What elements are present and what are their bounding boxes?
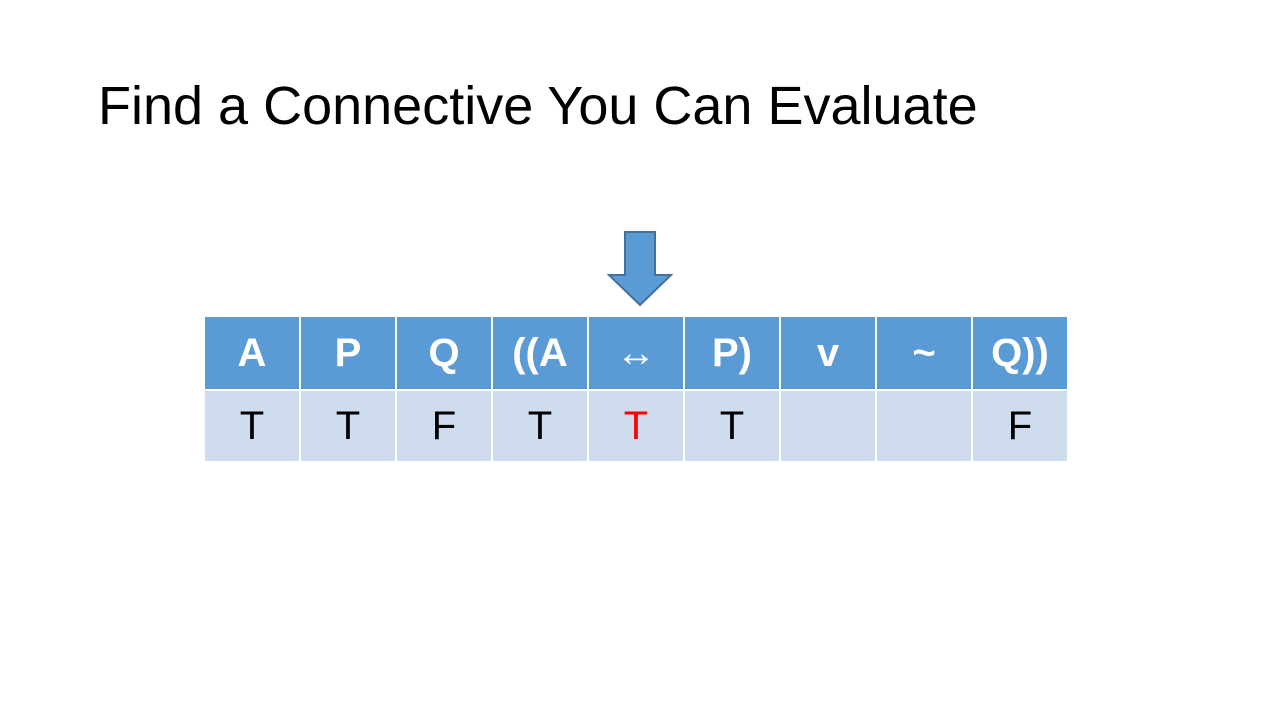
value-cell-biconditional: T [587,389,685,461]
value-cell-open-a: T [491,389,589,461]
truth-table-value-row: T T F T T T F [205,389,1067,461]
value-cell-a: T [205,389,301,461]
header-cell-disjunction: v [779,317,877,391]
value-cell-disjunction [779,389,877,461]
header-cell-negation: ~ [875,317,973,391]
truth-table: A P Q ((A ↔ P) v ~ Q)) T T F T T T F [205,317,1067,461]
down-arrow-icon [607,231,673,307]
slide-title: Find a Connective You Can Evaluate [98,76,978,136]
header-cell-a: A [205,317,301,391]
header-cell-q-close: Q)) [971,317,1067,391]
value-cell-negation [875,389,973,461]
header-cell-p: P [299,317,397,391]
header-cell-biconditional: ↔ [587,317,685,391]
value-cell-p: T [299,389,397,461]
header-cell-p-close: P) [683,317,781,391]
header-cell-open-a: ((A [491,317,589,391]
truth-table-header-row: A P Q ((A ↔ P) v ~ Q)) [205,317,1067,391]
down-arrow-shape [607,231,673,307]
value-cell-q-close: F [971,389,1067,461]
value-cell-q: F [395,389,493,461]
value-cell-p-close: T [683,389,781,461]
header-cell-q: Q [395,317,493,391]
